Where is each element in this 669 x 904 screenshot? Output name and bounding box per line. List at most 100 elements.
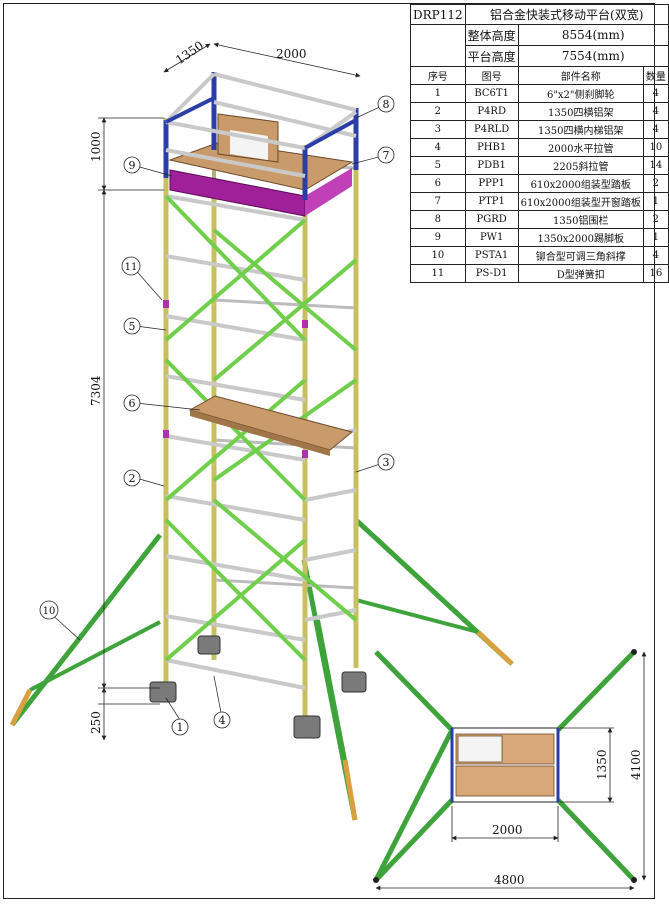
plan-dim-total-depth: 4100 <box>629 749 643 780</box>
row-qty: 2 <box>642 210 669 229</box>
dim-lines <box>98 42 361 741</box>
row-part-name: D型弹簧扣 <box>517 264 644 283</box>
row-part-name: 1350四横铝架 <box>517 102 644 121</box>
row-part-name: 2000水平拉管 <box>517 138 644 157</box>
col-index: 序号 <box>410 66 466 85</box>
plan-dim-depth: 1350 <box>595 749 609 780</box>
row-qty: 4 <box>642 102 669 121</box>
drawing-code: DRP112 <box>410 4 466 25</box>
dim-guard-height: 1000 <box>89 131 103 162</box>
blank-cell <box>410 24 466 67</box>
rear-ladder-rungs <box>213 158 357 590</box>
row-qty: 4 <box>642 120 669 139</box>
callout-2: 2 <box>129 472 136 485</box>
overall-height-label: 整体高度 <box>464 24 519 46</box>
outrigger-left <box>9 533 162 727</box>
row-index: 2 <box>410 102 466 121</box>
row-part-no: PHB1 <box>464 138 519 157</box>
row-qty: 4 <box>642 246 669 265</box>
overall-height-value: 8554(mm) <box>517 24 669 46</box>
row-qty: 14 <box>642 156 669 175</box>
row-index: 7 <box>410 192 466 211</box>
row-qty: 10 <box>642 138 669 157</box>
plan-dim-total-width: 4800 <box>494 873 525 887</box>
row-index: 10 <box>410 246 466 265</box>
row-part-no: PS-D1 <box>464 264 519 283</box>
callout-7: 7 <box>383 149 390 162</box>
row-part-no: BC6T1 <box>464 84 519 103</box>
row-part-no: PSTA1 <box>464 246 519 265</box>
row-qty: 4 <box>642 84 669 103</box>
callout-3: 3 <box>383 456 390 469</box>
row-index: 3 <box>410 120 466 139</box>
callout-circles <box>39 95 395 736</box>
dim-base-height: 250 <box>89 711 103 734</box>
callout-9: 9 <box>129 159 136 172</box>
callout-4: 4 <box>219 714 226 727</box>
row-index: 1 <box>410 84 466 103</box>
row-part-no: P4RLD <box>464 120 519 139</box>
row-part-no: PDB1 <box>464 156 519 175</box>
outrigger-right <box>354 518 514 666</box>
dim-total-height: 7304 <box>89 375 103 406</box>
row-index: 5 <box>410 156 466 175</box>
col-part-name: 部件名称 <box>517 66 644 85</box>
dim-top-depth: 1350 <box>173 38 206 67</box>
d-clips <box>163 300 308 458</box>
drawing-frame <box>3 3 655 899</box>
callout-5: 5 <box>129 320 136 333</box>
callout-1: 1 <box>177 721 184 734</box>
row-part-name: 6"x2"侧刹脚轮 <box>517 84 644 103</box>
plan-dim-lines <box>375 651 647 891</box>
mid-deck <box>188 395 354 456</box>
drawing-title: 铝合金快装式移动平台(双宽) <box>464 4 669 25</box>
row-part-name: 610x2000组装型开窗踏板 <box>517 192 644 211</box>
row-part-name: 1350x2000踢脚板 <box>517 228 644 247</box>
row-index: 4 <box>410 138 466 157</box>
callout-10: 10 <box>43 606 56 617</box>
row-part-name: 1350铝围栏 <box>517 210 644 229</box>
row-qty: 1 <box>642 228 669 247</box>
castor-wheels <box>149 635 367 739</box>
row-part-name: 铆合型可调三角斜撑 <box>517 246 644 265</box>
row-part-no: PPP1 <box>464 174 519 193</box>
row-part-name: 2205斜拉管 <box>517 156 644 175</box>
callout-11: 11 <box>125 262 138 273</box>
dim-top-width: 2000 <box>276 47 307 61</box>
row-part-name: 610x2000组装型踏板 <box>517 174 644 193</box>
row-part-name: 1350四横内梯铝架 <box>517 120 644 139</box>
plan-view <box>373 649 637 883</box>
platform-height-label: 平台高度 <box>464 45 519 67</box>
platform-height-value: 7554(mm) <box>517 45 669 67</box>
row-qty: 2 <box>642 174 669 193</box>
callout-6: 6 <box>129 397 136 410</box>
row-index: 8 <box>410 210 466 229</box>
row-index: 11 <box>410 264 466 283</box>
diagonal-braces <box>164 194 358 662</box>
row-part-no: PW1 <box>464 228 519 247</box>
guardrail-posts <box>163 72 359 200</box>
row-index: 6 <box>410 174 466 193</box>
row-part-no: PGRD <box>464 210 519 229</box>
row-part-no: P4RD <box>464 102 519 121</box>
col-part-no: 图号 <box>464 66 519 85</box>
callout-8: 8 <box>383 98 390 111</box>
guardrail-blue-bars <box>165 96 357 150</box>
row-part-no: PTP1 <box>464 192 519 211</box>
kickboard <box>169 168 352 217</box>
outrigger-front <box>301 559 358 821</box>
row-qty: 16 <box>642 264 669 283</box>
